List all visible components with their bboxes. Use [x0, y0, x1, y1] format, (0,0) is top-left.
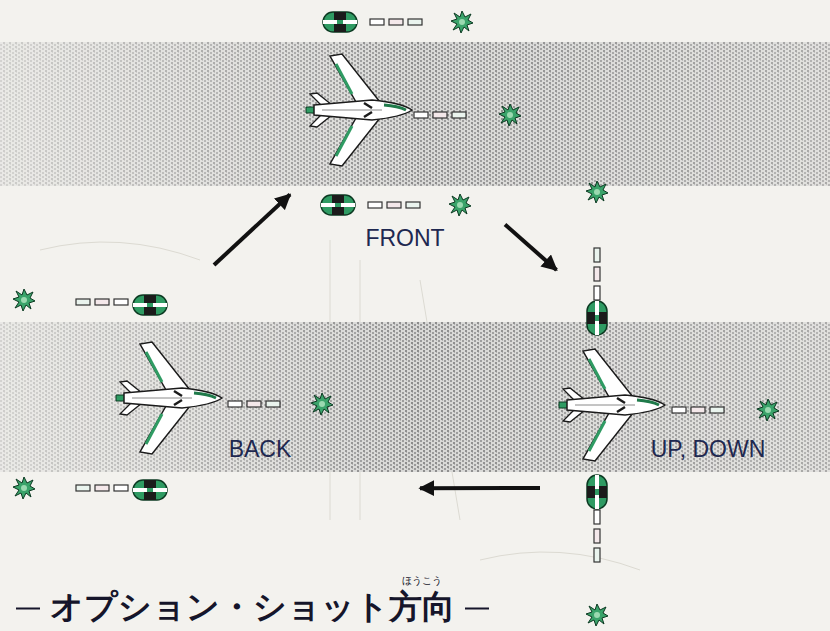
furigana: ほうこう — [402, 576, 442, 586]
cycle-arrow — [420, 486, 540, 490]
cycle-arrow — [505, 225, 557, 271]
option-direction-group: BACK — [8, 265, 420, 505]
direction-label: UP, DOWN — [651, 437, 766, 462]
option-direction-group: FRONT — [290, 12, 505, 262]
title-dash — [465, 608, 489, 610]
direction-label: FRONT — [365, 226, 444, 251]
title-dash — [16, 608, 40, 610]
cycle-arrow — [214, 195, 290, 266]
direction-label: BACK — [229, 437, 292, 462]
option-direction-group: UP, DOWN — [540, 270, 815, 625]
figure-title: オプション・ショット方向 — [50, 590, 455, 623]
